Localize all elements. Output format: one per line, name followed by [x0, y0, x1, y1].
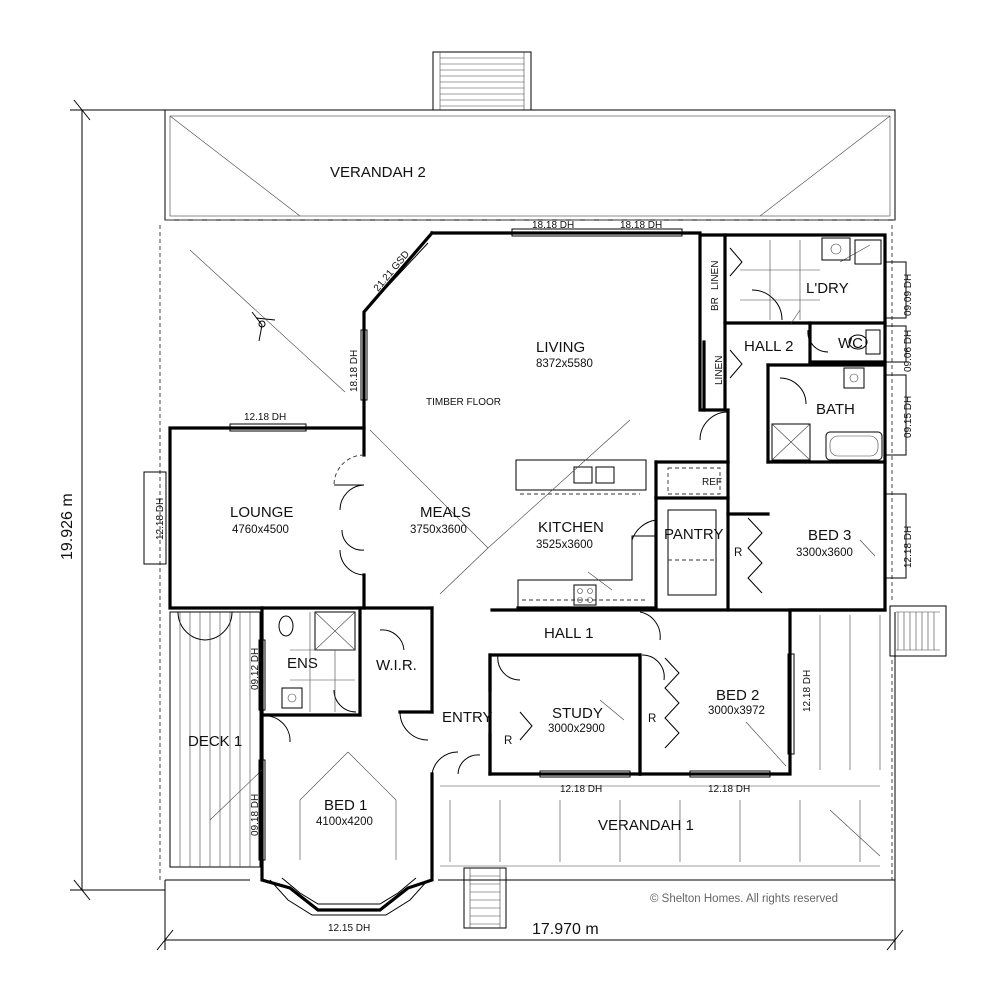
window-bed2-bottom: 12.18 DH	[708, 784, 750, 795]
meals-dimensions: 3750x3600	[410, 524, 467, 536]
window-lounge-left: 12.18 DH	[155, 498, 166, 540]
window-wc: 09.06 DH	[903, 330, 914, 372]
nw-verandah	[189, 249, 346, 393]
bath-label: BATH	[816, 401, 855, 418]
verandah-2-label: VERANDAH 2	[330, 164, 426, 181]
bathroom-fixtures	[278, 237, 883, 712]
east-stairs	[889, 605, 947, 657]
window-bed2-side: 12.18 DH	[802, 670, 813, 712]
window-marks	[143, 228, 907, 861]
deck-1-boards	[169, 611, 261, 868]
verandah-1-boards	[440, 785, 880, 867]
window-bed1-bay: 12.15 DH	[328, 923, 370, 934]
linen-label-upper: LINEN	[710, 261, 721, 290]
hall1-label: HALL 1	[544, 625, 593, 642]
exterior-walls	[168, 230, 887, 912]
entry-label: ENTRY	[442, 709, 493, 726]
fridge-space	[667, 467, 721, 495]
kitchen-island	[515, 459, 647, 495]
timber-floor-label: TIMBER FLOOR	[426, 397, 501, 408]
window-gsd: 21.21 GSD	[372, 249, 412, 294]
pantry-label: PANTRY	[664, 526, 723, 543]
bed2-label: BED 2	[716, 687, 759, 704]
study-dimensions: 3000x2900	[548, 723, 605, 735]
verandah-1-label: VERANDAH 1	[598, 817, 694, 834]
bed3-label: BED 3	[808, 527, 851, 544]
bed1-bay-window	[269, 751, 429, 916]
bed3-robe-label: R	[734, 547, 742, 559]
wc-label: WC	[838, 335, 863, 352]
pantry-shelves	[667, 509, 717, 596]
verandah-posts	[159, 225, 896, 881]
doors	[177, 289, 829, 775]
bed1-dimensions: 4100x4200	[316, 816, 373, 828]
window-bath: 09.15 DH	[903, 396, 914, 438]
window-study: 12.18 DH	[560, 784, 602, 795]
window-living-side: 18.18 DH	[349, 350, 360, 392]
north-stairs	[432, 51, 532, 111]
window-ensuite: 09.12 DH	[250, 648, 261, 690]
bed1-label: BED 1	[324, 797, 367, 814]
window-bed3: 12.18 DH	[903, 526, 914, 568]
verandah-2-area	[164, 109, 896, 221]
study-robe-label: R	[504, 735, 512, 747]
south-stairs	[463, 867, 507, 929]
linen-label-lower: LINEN	[714, 356, 725, 385]
wir-label: W.I.R.	[376, 657, 417, 674]
window-bed1-side: 09.18 DH	[250, 794, 261, 836]
meals-label: MEALS	[420, 504, 471, 521]
window-living-a: 18.18 DH	[532, 220, 574, 231]
internal-walls	[260, 233, 887, 776]
height-dimension-line	[70, 99, 165, 901]
study-label: STUDY	[552, 705, 603, 722]
lounge-dimensions: 4760x4500	[232, 524, 289, 536]
broom-label: BR	[710, 297, 721, 311]
robe-doors	[519, 247, 763, 749]
hall2-label: HALL 2	[744, 338, 793, 355]
living-label: LIVING	[536, 339, 585, 356]
bed2-robe-label: R	[648, 713, 656, 725]
width-dimension-line	[156, 880, 904, 951]
laundry-label: L'DRY	[806, 280, 849, 297]
kitchen-dimensions: 3525x3600	[536, 539, 593, 551]
lounge-label: LOUNGE	[230, 504, 293, 521]
window-living-b: 18.18 DH	[620, 220, 662, 231]
height-dimension-label: 19.926 m	[59, 493, 76, 560]
east-verandah-boards	[819, 615, 881, 770]
kitchen-label: KITCHEN	[538, 519, 604, 536]
bed2-dimensions: 3000x3972	[708, 705, 765, 717]
window-lounge-top: 12.18 DH	[244, 412, 286, 423]
ensuite-label: ENS	[287, 655, 318, 672]
ref-label: REF	[702, 477, 722, 488]
window-laundry: 09.09 DH	[903, 274, 914, 316]
width-dimension-label: 17.970 m	[532, 921, 599, 938]
deck1-label: DECK 1	[188, 733, 242, 750]
kitchen-bench	[517, 535, 656, 608]
bed3-dimensions: 3300x3600	[796, 547, 853, 559]
living-dimensions: 8372x5580	[536, 358, 593, 370]
copyright-notice: © Shelton Homes. All rights reserved	[650, 893, 838, 905]
